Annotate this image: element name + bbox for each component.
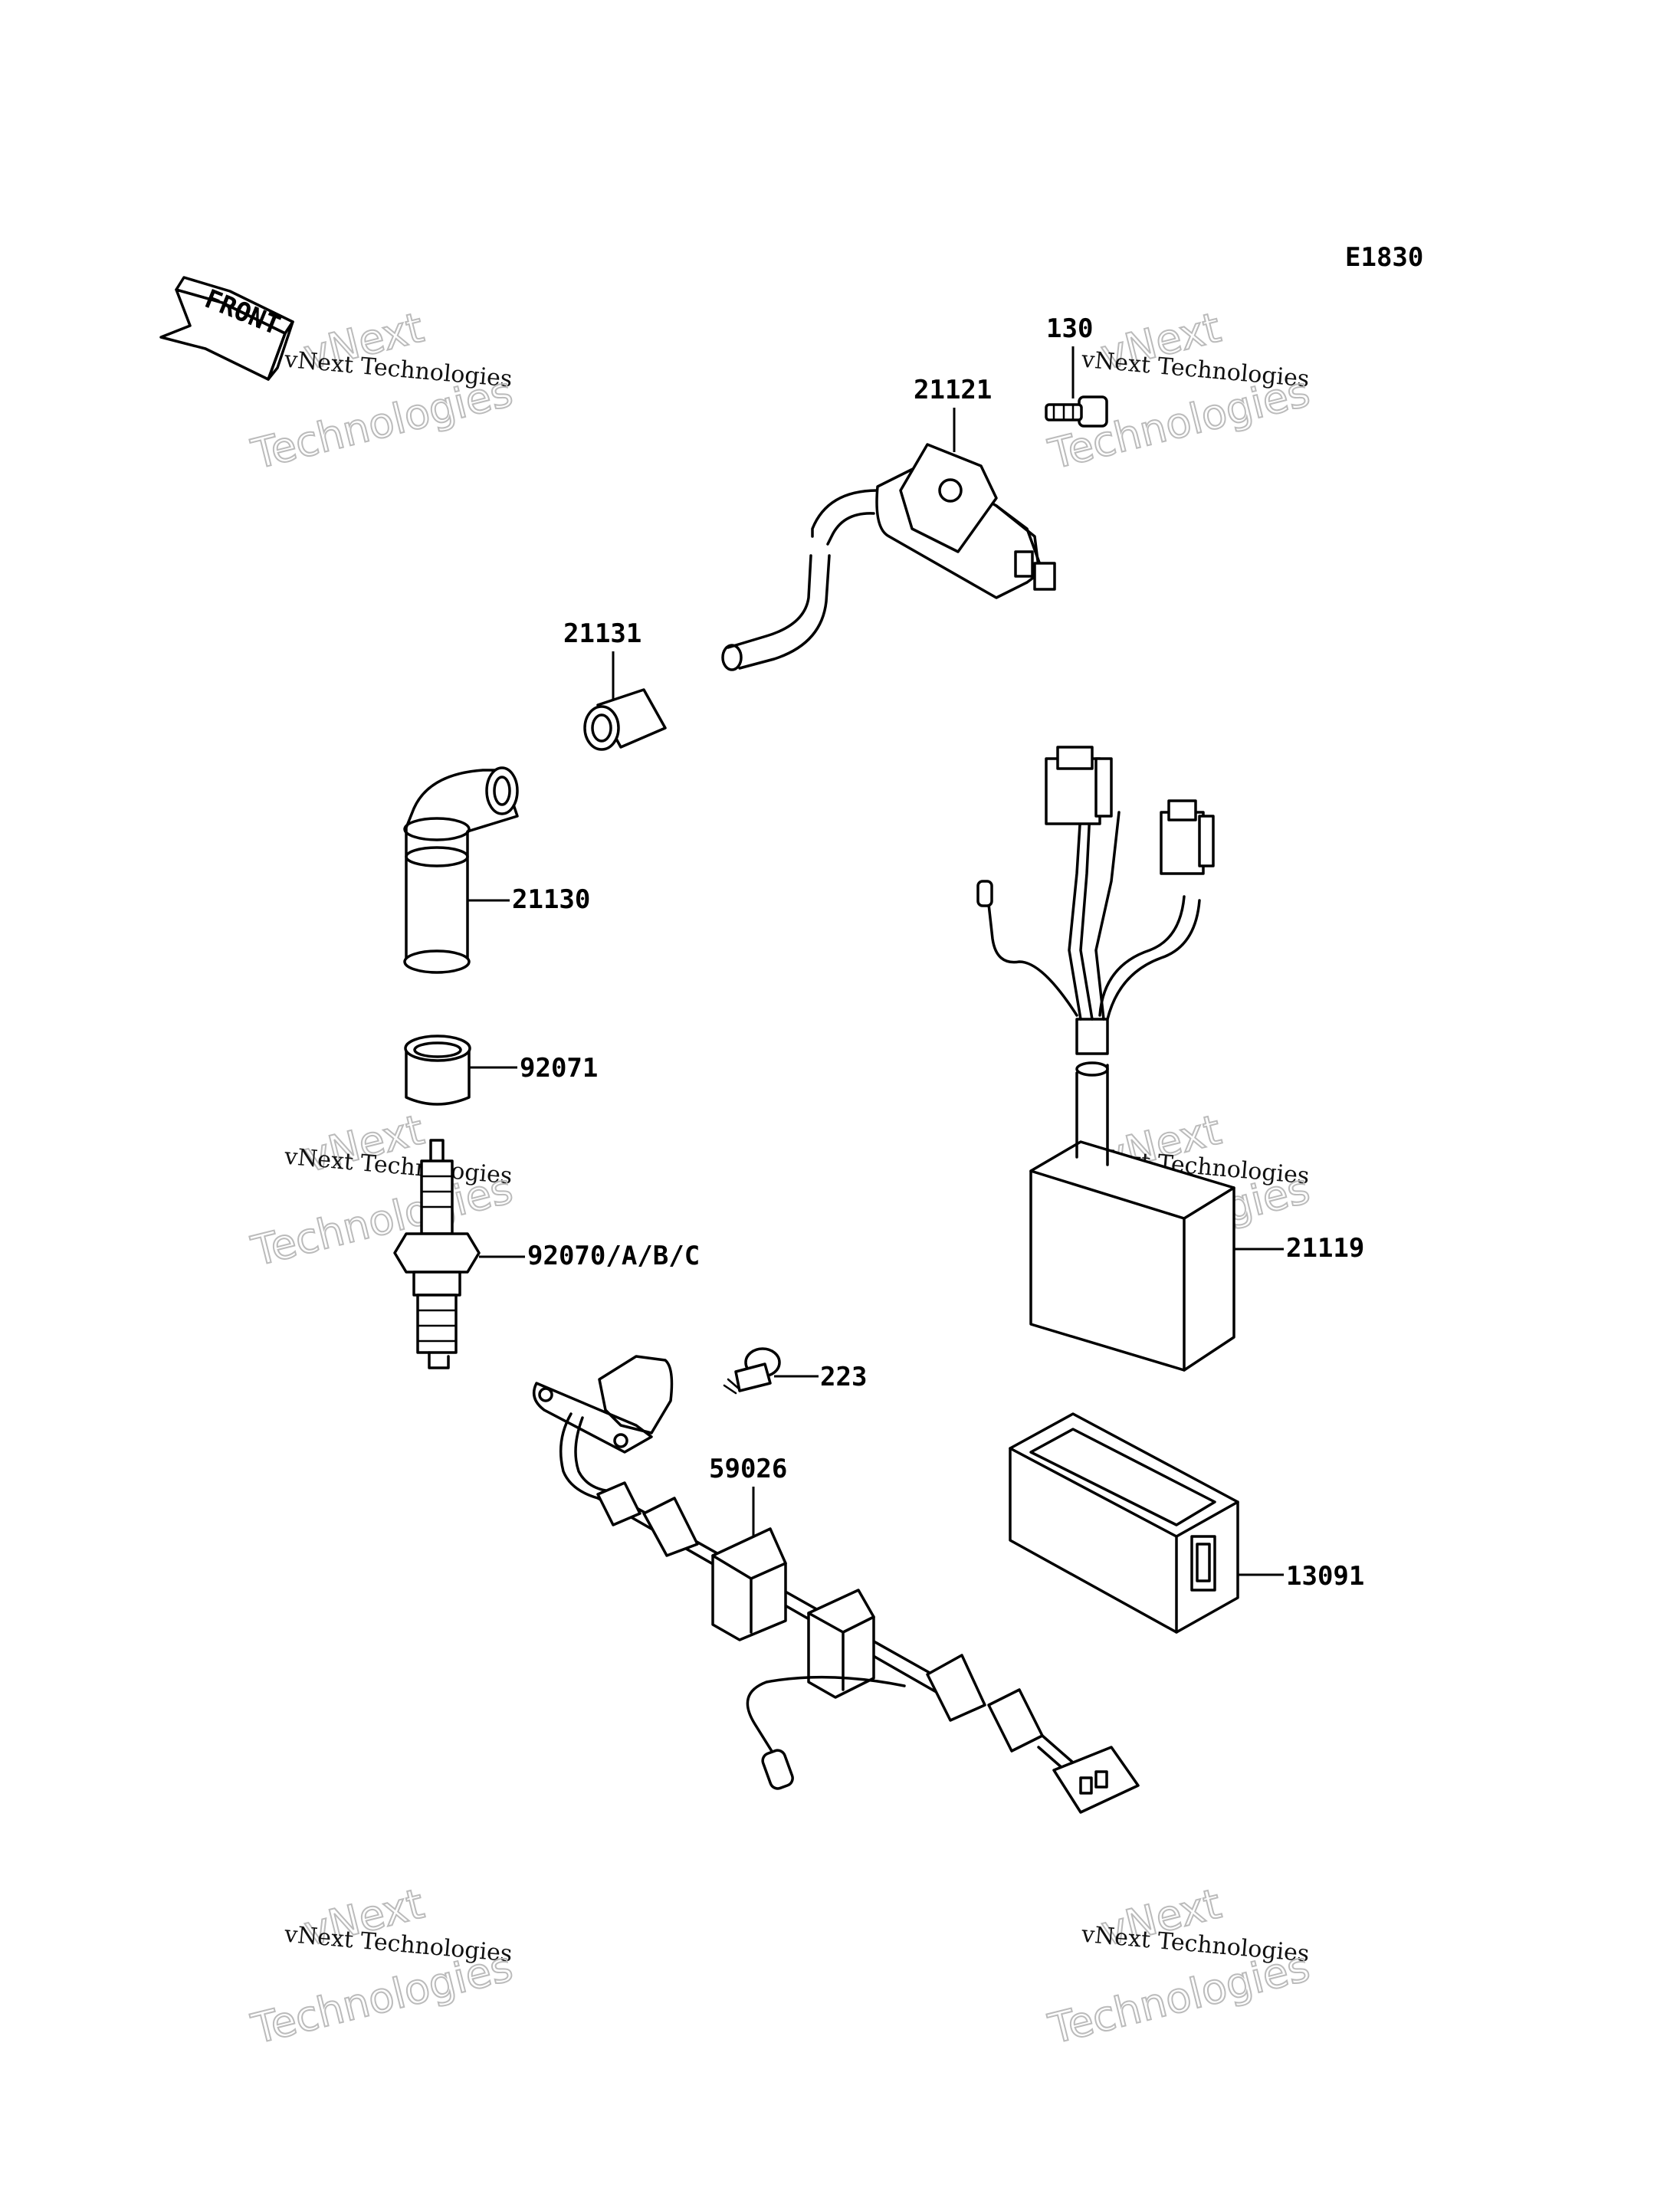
part-21121-ignition-coil[interactable]: 21121 <box>721 375 1056 671</box>
part-label-223: 223 <box>820 1362 867 1392</box>
front-label: FRONT <box>200 284 284 341</box>
watermark-bottom-right: vNext vNext Technologies Technologies <box>1043 1879 1315 2054</box>
part-59026-pickup-coil[interactable]: 59026 <box>532 1355 1140 1814</box>
part-label-13091: 13091 <box>1286 1561 1364 1592</box>
diagram-code: E1830 <box>1345 242 1423 273</box>
svg-text:Technologies: Technologies <box>1044 1942 1314 2053</box>
part-21131-cap[interactable]: 21131 <box>563 618 667 751</box>
part-13091-holder[interactable]: 13091 <box>1009 1412 1364 1634</box>
part-223-screw[interactable]: 223 <box>723 1347 867 1395</box>
part-label-21119: 21119 <box>1286 1233 1364 1264</box>
part-label-21131: 21131 <box>563 618 641 649</box>
part-label-130: 130 <box>1046 313 1093 344</box>
part-label-59026: 59026 <box>709 1454 787 1484</box>
part-label-21130: 21130 <box>512 884 590 915</box>
watermark-bottom-left: vNext vNext Technologies Technologies <box>246 1879 518 2054</box>
part-label-21121: 21121 <box>914 375 992 405</box>
part-label-92070: 92070/A/B/C <box>527 1241 700 1271</box>
part-label-92071: 92071 <box>520 1053 598 1084</box>
svg-text:Technologies: Technologies <box>247 367 517 478</box>
part-130-bolt[interactable]: 130 <box>1045 313 1108 428</box>
svg-text:Technologies: Technologies <box>247 1942 517 2053</box>
part-21130-plug-cap[interactable]: 21130 <box>403 766 590 974</box>
part-21119-cdi-unit[interactable]: 21119 <box>976 746 1364 1372</box>
front-arrow-icon: FRONT <box>159 276 294 381</box>
part-92071-cover[interactable]: 92071 <box>404 1035 598 1106</box>
part-92070-spark-plug[interactable]: 92070/A/B/C <box>393 1139 700 1369</box>
